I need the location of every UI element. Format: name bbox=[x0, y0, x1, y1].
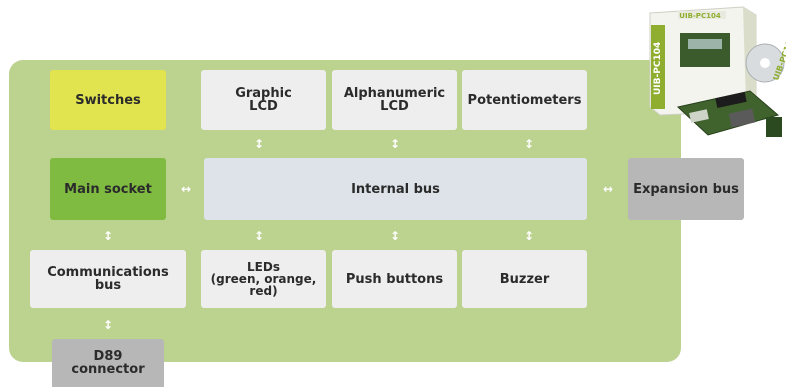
leds-block: LEDs (green, orange, red) bbox=[201, 250, 326, 308]
communications-bus-block: Communications bus bbox=[30, 250, 186, 308]
expansion-bus-block: Expansion bus bbox=[628, 158, 744, 220]
updown-arrow-icon: ↕ bbox=[102, 318, 114, 332]
updown-arrow-icon: ↕ bbox=[253, 137, 265, 151]
d89-connector-block: D89 connector bbox=[52, 339, 164, 387]
svg-text:UIB-PC104: UIB-PC104 bbox=[679, 12, 721, 20]
svg-text:UIB-PC104: UIB-PC104 bbox=[653, 42, 663, 95]
updown-arrow-icon: ↕ bbox=[389, 229, 401, 243]
updown-arrow-icon: ↕ bbox=[523, 137, 535, 151]
updown-arrow-icon: ↕ bbox=[523, 229, 535, 243]
updown-arrow-icon: ↕ bbox=[253, 229, 265, 243]
switches-block: Switches bbox=[50, 70, 166, 130]
product-box-image: UIB-PC104 UIB-PC104 UIB-PC104 bbox=[649, 6, 786, 137]
leftright-arrow-icon: ↔ bbox=[602, 182, 614, 196]
leftright-arrow-icon: ↔ bbox=[180, 182, 192, 196]
updown-arrow-icon: ↕ bbox=[102, 229, 114, 243]
main-socket-block: Main socket bbox=[50, 158, 166, 220]
alphanumeric-lcd-block: Alphanumeric LCD bbox=[332, 70, 457, 130]
buzzer-block: Buzzer bbox=[462, 250, 587, 308]
graphic-lcd-block: Graphic LCD bbox=[201, 70, 326, 130]
updown-arrow-icon: ↕ bbox=[389, 137, 401, 151]
potentiometers-block: Potentiometers bbox=[462, 70, 587, 130]
push-buttons-block: Push buttons bbox=[332, 250, 457, 308]
internal-bus-block: Internal bus bbox=[204, 158, 587, 220]
